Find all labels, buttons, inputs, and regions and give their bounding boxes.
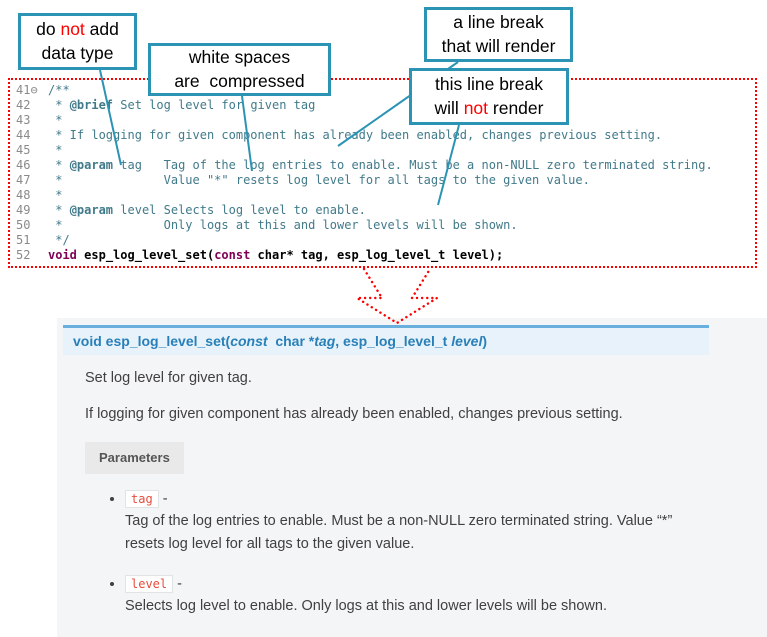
code-line: 49 * @param level Selects log level to e… <box>10 203 755 218</box>
code-text: /** <box>48 83 70 97</box>
callout-text: are compressed <box>174 70 305 91</box>
callout-text: do not add <box>36 18 119 41</box>
parameter-separator: - <box>173 576 182 593</box>
callout-text: this line break <box>435 74 543 95</box>
callout-text: do <box>36 19 61 40</box>
code-line: 52 void esp_log_level_set(const char* tag… <box>10 248 755 263</box>
parameter-separator: - <box>158 491 168 508</box>
code-text: * <box>48 188 63 202</box>
signature-segment: esp_log_level_set <box>105 333 226 349</box>
line-number: 51 <box>16 233 31 247</box>
fold-icon: ⊖ <box>30 83 38 97</box>
parameter-list: tag - Tag of the log entries to enable. M… <box>85 488 707 617</box>
code-text: void esp_log_level_set(const char* tag, … <box>48 248 504 262</box>
code-line: 41⊖ /** <box>10 83 755 98</box>
callout-text: that will render <box>441 35 556 56</box>
line-number: 41⊖ <box>16 83 38 97</box>
renders-to-arrow <box>352 267 442 325</box>
signature-segment: , <box>335 333 344 349</box>
line-number: 47 <box>16 173 31 187</box>
line-number: 52 <box>16 248 31 262</box>
line-number: 43 <box>16 113 31 127</box>
parameter-name: tag <box>125 490 159 509</box>
code-text: * If logging for given component has alr… <box>48 128 663 142</box>
signature-segment: void <box>73 333 102 349</box>
parameter-description: Selects log level to enable. Only logs a… <box>125 598 607 615</box>
parameters-label: Parameters <box>85 441 184 475</box>
code-line: 50 * Only logs at this and lower levels … <box>10 218 755 233</box>
signature-segment: char * <box>267 333 315 349</box>
docs-body: Set log level for given tag. If logging … <box>85 367 707 617</box>
code-line: 46 * @param tag Tag of the log entries t… <box>10 158 755 173</box>
parameter-head: tag - <box>125 488 707 510</box>
function-signature: void esp_log_level_set(const char *tag, … <box>63 325 709 355</box>
code-editor-snippet: 41⊖/**42 * @brief Set log level for give… <box>8 78 757 268</box>
code-line: 51 */ <box>10 233 755 248</box>
callout-text: will <box>434 97 464 118</box>
line-number: 44 <box>16 128 31 142</box>
line-number: 46 <box>16 158 31 172</box>
code-text: */ <box>48 233 70 247</box>
code-line: 45 * <box>10 143 755 158</box>
code-lines: 41⊖/**42 * @brief Set log level for give… <box>10 83 755 263</box>
callout-text: data type <box>41 42 114 63</box>
code-line: 43 * <box>10 113 755 128</box>
brief-text: Set log level for given tag. <box>85 370 252 386</box>
callout-line-break-not-render: this line break will not render <box>409 68 569 125</box>
parameter-item: tag - Tag of the log entries to enable. M… <box>125 488 707 555</box>
code-text: * Only logs at this and lower levels wil… <box>48 218 518 232</box>
signature-segment: tag <box>314 333 336 349</box>
callout-line-break-renders: a line break that will render <box>424 7 573 62</box>
code-text: * <box>48 143 63 157</box>
code-text: * <box>48 113 63 127</box>
callout-text: white spaces <box>188 47 291 68</box>
line-number: 50 <box>16 218 31 232</box>
callout-whitespace-compressed: white spaces are compressed <box>148 43 331 96</box>
code-text: * @param tag Tag of the log entries to e… <box>48 158 713 172</box>
callout-text-emphasis: not <box>60 19 85 40</box>
rendered-docs-panel: void esp_log_level_set(const char *tag, … <box>57 318 767 637</box>
signature-segment: ) <box>482 333 488 349</box>
code-text: * Value "*" resets log level for all tag… <box>48 173 590 187</box>
code-line: 47 * Value "*" resets log level for all … <box>10 173 755 188</box>
code-line: 44 * If logging for given component has … <box>10 128 755 143</box>
line-number: 42 <box>16 98 31 112</box>
parameter-head: level - <box>125 573 707 595</box>
callout-do-not-add-data-type: do not add data type <box>18 13 137 70</box>
callout-text: will not render <box>435 97 544 120</box>
parameter-name: level <box>125 575 174 594</box>
callout-text: add <box>84 19 119 40</box>
detail-text: If logging for given component has alrea… <box>85 406 623 423</box>
line-number: 45 <box>16 143 31 157</box>
code-line: 42 * @brief Set log level for given tag <box>10 98 755 113</box>
signature-segment: const <box>230 333 268 349</box>
parameter-item: level - Selects log level to enable. Only… <box>125 573 707 617</box>
callout-text: a line break <box>453 12 544 33</box>
signature-segment: level <box>451 333 483 349</box>
callout-text: render <box>488 97 544 118</box>
code-text: * @brief Set log level for given tag <box>48 98 316 112</box>
parameter-description: Tag of the log entries to enable. Must b… <box>125 513 673 552</box>
code-line: 48 * <box>10 188 755 203</box>
signature-segment: esp_log_level_t <box>343 333 452 349</box>
code-text: * @param level Selects log level to enab… <box>48 203 366 217</box>
line-number: 48 <box>16 188 31 202</box>
callout-text-emphasis: not <box>463 97 489 118</box>
line-number: 49 <box>16 203 31 217</box>
signature-segment: ( <box>225 333 231 349</box>
